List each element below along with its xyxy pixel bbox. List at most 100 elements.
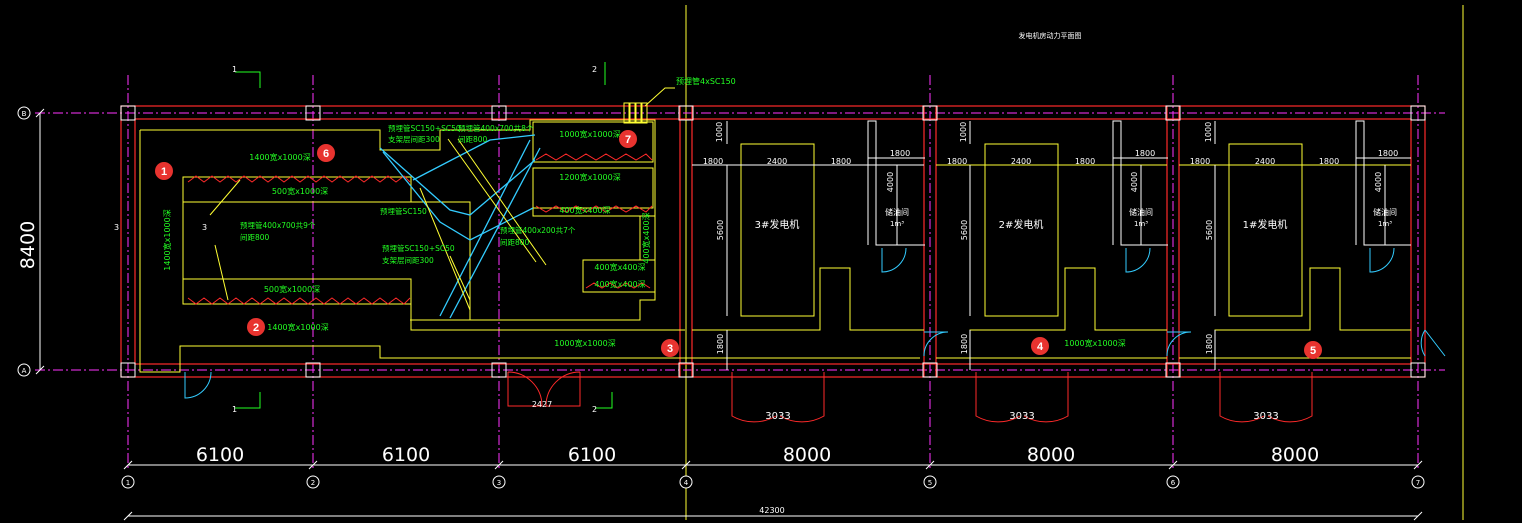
marker-1-label: 1 bbox=[161, 166, 167, 178]
section-mark-2-bottom: 2 bbox=[592, 405, 597, 414]
embedded-conduits bbox=[623, 87, 675, 124]
col-bubble-5: 5 bbox=[928, 479, 932, 487]
door-label-3033-a: 3033 bbox=[765, 411, 790, 422]
overall-width-dim: 42300 bbox=[759, 506, 784, 515]
grid-axes bbox=[35, 75, 1445, 470]
dimension-lines bbox=[35, 108, 1423, 521]
section-mark-1-bottom: 1 bbox=[232, 405, 237, 414]
trench-label-1400-vert: 1400宽x1000深 bbox=[162, 209, 172, 270]
generator-outlines bbox=[740, 143, 1303, 317]
bay-dim-4: 8000 bbox=[783, 444, 831, 466]
col-bubble-6: 6 bbox=[1171, 479, 1176, 487]
trench-label-1000-2: 1000宽x1000深 bbox=[554, 338, 615, 348]
dim-4000-a: 4000 bbox=[886, 172, 895, 192]
dim-2400-c: 2400 bbox=[1255, 157, 1275, 166]
bay-dim-2: 6100 bbox=[382, 444, 430, 466]
trench-label-1200: 1200宽x1000深 bbox=[559, 172, 620, 182]
numbered-markers[interactable]: 1 2 3 4 5 6 7 bbox=[155, 130, 1322, 359]
dim-1000-a: 1000 bbox=[715, 122, 724, 142]
door-label-2427: 2427 bbox=[532, 400, 552, 409]
room-labels: 3#发电机 2#发电机 1#发电机 储油间 1m³ 储油间 1m³ 储油间 1m… bbox=[755, 207, 1397, 231]
marker-7-label: 7 bbox=[625, 134, 631, 146]
trench-label-1400-bottom: 1400宽x1000深 bbox=[267, 322, 328, 332]
dim-5600-c: 5600 bbox=[1205, 220, 1214, 240]
dim-1800-b1: 1800 bbox=[947, 157, 967, 166]
pipe-annotations: 预埋管4xSC150 预埋管SC150+SC50 支架层间距300 预埋管400… bbox=[240, 76, 736, 265]
room-label-gen3: 3#发电机 bbox=[755, 218, 800, 231]
pipe-note-e2: 间距800 bbox=[500, 238, 530, 247]
door-swings bbox=[184, 247, 1446, 423]
trench-label-400-1: 400宽x400深 bbox=[559, 205, 610, 215]
dim-2400-a: 2400 bbox=[767, 157, 787, 166]
pipe-note-f2: 支架层间距300 bbox=[382, 255, 434, 265]
trench-label-500-bottom: 500宽x1000深 bbox=[264, 284, 320, 294]
col-bubble-2: 2 bbox=[311, 479, 315, 487]
dim-1800-lower-b: 1800 bbox=[960, 334, 969, 354]
oil-room-vol-a: 1m³ bbox=[890, 220, 904, 228]
dim-4000-b: 4000 bbox=[1130, 172, 1139, 192]
marker-2[interactable]: 2 bbox=[247, 318, 265, 336]
dim-1800-a1: 1800 bbox=[703, 157, 723, 166]
dim-1800-lower-a: 1800 bbox=[716, 334, 725, 354]
dim-2400-b: 2400 bbox=[1011, 157, 1031, 166]
pipe-note-b2: 间距800 bbox=[458, 135, 488, 144]
axis-bubbles bbox=[17, 106, 1425, 489]
structural-columns bbox=[120, 105, 1426, 378]
dim-1800-c2: 1800 bbox=[1319, 157, 1339, 166]
marker-1[interactable]: 1 bbox=[155, 162, 173, 180]
oil-room-vol-b: 1m³ bbox=[1134, 220, 1148, 228]
oil-room-vol-c: 1m³ bbox=[1378, 220, 1392, 228]
pipe-note-a2: 支架层间距300 bbox=[388, 134, 440, 144]
marker-4[interactable]: 4 bbox=[1031, 337, 1049, 355]
section-mark-3-inner: 3 bbox=[202, 223, 207, 232]
dim-5600-b: 5600 bbox=[960, 220, 969, 240]
pipe-note-d1: 预埋管400x700共9个 bbox=[240, 220, 316, 230]
small-dimension-texts: 1000 1000 1000 1800 2400 1800 1800 1800 … bbox=[703, 122, 1398, 354]
bay-dim-3: 6100 bbox=[568, 444, 616, 466]
dim-1800-b2: 1800 bbox=[1075, 157, 1095, 166]
section-marks bbox=[235, 62, 613, 409]
dim-1800-c1: 1800 bbox=[1190, 157, 1210, 166]
guide-lines bbox=[685, 5, 1464, 520]
oil-room-walls bbox=[867, 120, 1411, 246]
dim-1800-b3: 1800 bbox=[1135, 149, 1155, 158]
marker-6[interactable]: 6 bbox=[317, 144, 335, 162]
marker-3-label: 3 bbox=[667, 343, 673, 355]
dim-1800-a2: 1800 bbox=[831, 157, 851, 166]
pipe-note-c: 预埋管SC150 bbox=[380, 206, 427, 216]
section-mark-3-left: 3 bbox=[114, 223, 119, 232]
marker-7[interactable]: 7 bbox=[619, 130, 637, 148]
section-mark-1-top: 1 bbox=[232, 65, 237, 74]
dim-1800-lower-c: 1800 bbox=[1205, 334, 1214, 354]
trench-labels: 1400宽x1000深 1400宽x1000深 1400宽x1000深 500宽… bbox=[162, 129, 1126, 348]
marker-5-label: 5 bbox=[1310, 345, 1316, 357]
pipe-note-f1: 预埋管SC150+SC50 bbox=[382, 243, 455, 253]
bay-dim-6: 8000 bbox=[1271, 444, 1319, 466]
overall-height-dim: 8400 bbox=[17, 221, 39, 269]
marker-6-label: 6 bbox=[323, 148, 329, 160]
room-label-gen1: 1#发电机 bbox=[1243, 218, 1288, 231]
cable-tray-hatching bbox=[187, 153, 653, 305]
cable-trench-outlines bbox=[139, 119, 1411, 373]
row-bubble-a: A bbox=[22, 367, 27, 375]
trench-label-1400-top: 1400宽x1000深 bbox=[249, 152, 310, 162]
trench-label-400-3: 400宽x400深 bbox=[594, 279, 645, 289]
col-bubble-4: 4 bbox=[684, 479, 689, 487]
trench-label-1000-1: 1000宽x1000深 bbox=[559, 129, 620, 139]
trench-label-1000-3: 1000宽x1000深 bbox=[1064, 338, 1125, 348]
marker-3[interactable]: 3 bbox=[661, 339, 679, 357]
pipe-note-a1: 预埋管SC150+SC50 bbox=[388, 123, 461, 133]
drawing-title: 发电机房动力平面图 bbox=[1019, 31, 1082, 40]
bay-dim-1: 6100 bbox=[196, 444, 244, 466]
trench-label-400-2: 400宽x400深 bbox=[594, 262, 645, 272]
marker-5[interactable]: 5 bbox=[1304, 341, 1322, 359]
pipe-note-e1: 预埋管400x200共7个 bbox=[500, 225, 576, 235]
col-bubble-7: 7 bbox=[1416, 479, 1420, 487]
bay-dim-5: 8000 bbox=[1027, 444, 1075, 466]
pipe-note-d2: 间距800 bbox=[240, 233, 270, 242]
marker-4-label: 4 bbox=[1037, 341, 1044, 353]
col-bubble-1: 1 bbox=[126, 479, 130, 487]
dim-4000-c: 4000 bbox=[1374, 172, 1383, 192]
dim-1800-a3: 1800 bbox=[890, 149, 910, 158]
